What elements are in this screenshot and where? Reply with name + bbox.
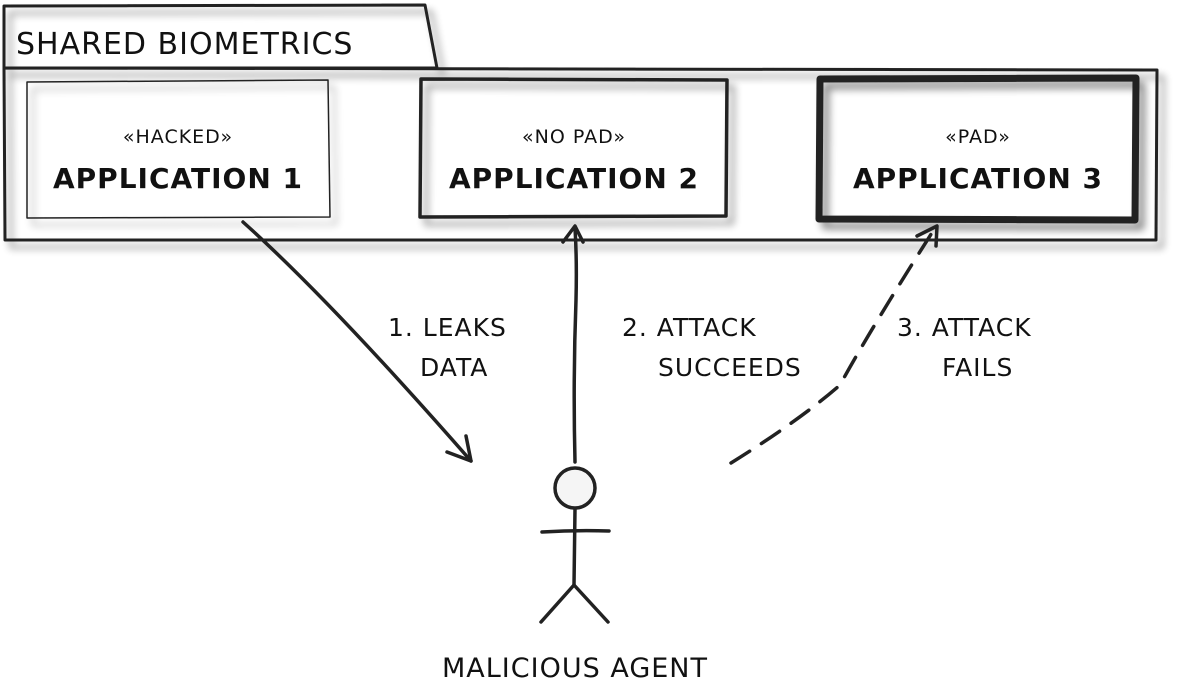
package-shared-biometrics [2,3,1159,242]
edge-2-label-line1: 2. ATTACK [622,313,757,342]
actor-label: MALICIOUS AGENT [442,653,708,684]
application-1-name: APPLICATION 1 [53,162,303,195]
application-3-box [815,74,1140,224]
actor-legs [539,583,610,624]
application-2-box [418,77,729,219]
actor-stick-figure-icon [539,466,611,624]
edge-1-leaks-data [241,220,473,463]
package-body [2,66,1159,242]
edge-2-line [572,226,579,464]
actor-head [553,466,597,510]
edge-3-arrowhead-icon [915,224,939,248]
edge-3-attack-fails [729,224,939,465]
edge-3-line [729,226,937,465]
edge-2-label-line2: SUCCEEDS [658,353,802,382]
application-1-stereotype: «HACKED» [123,126,233,148]
edge-1-arrowhead-icon [445,434,473,463]
package-title: SHARED BIOMETRICS [16,27,353,62]
application-3-stereotype: «PAD» [945,126,1011,148]
application-2-stereotype: «NO PAD» [522,126,626,148]
application-1-box [26,79,331,219]
edge-2-arrowhead-icon [561,224,585,244]
actor-arms [540,528,611,534]
edge-2-attack-succeeds [561,224,585,464]
edge-3-label-line1: 3. ATTACK [897,313,1032,342]
edge-3-label-line2: FAILS [942,353,1013,382]
actor-body [572,507,577,587]
edge-1-label-line2: DATA [420,353,488,382]
edge-1-line [241,220,473,463]
application-2-name: APPLICATION 2 [449,162,699,195]
application-3-name: APPLICATION 3 [853,162,1103,195]
edge-1-label-line1: 1. LEAKS [388,313,507,342]
